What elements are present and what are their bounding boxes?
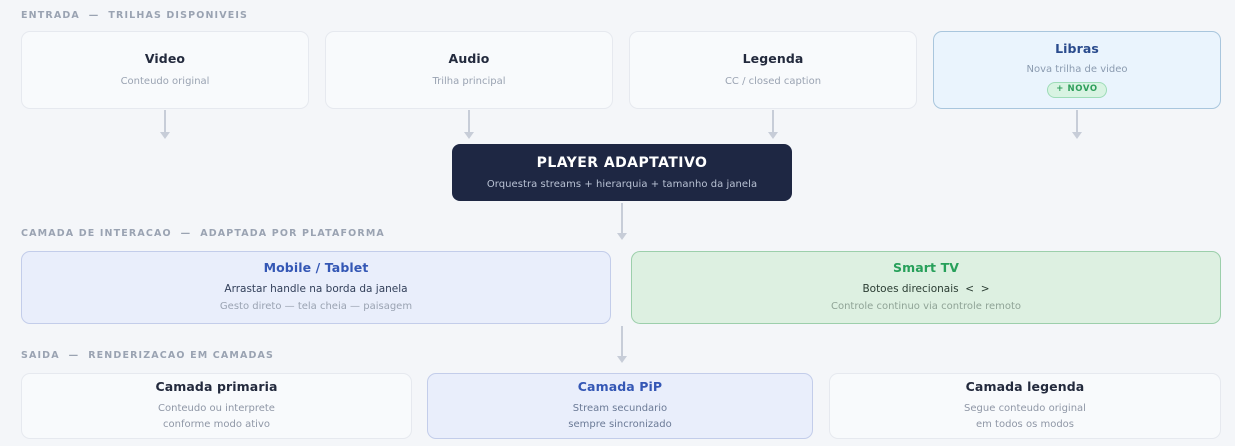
input-card-video[interactable]: Video Conteudo original <box>21 31 309 109</box>
output-card-camada-legenda[interactable]: Camada legenda Segue conteudo original e… <box>829 373 1221 439</box>
connector-arrow-interaction-to-output <box>616 326 628 363</box>
arrow-down-icon <box>617 233 627 240</box>
connector-arrow-player-to-interaction <box>616 203 628 240</box>
output-card-camada-primaria-line2: conforme modo ativo <box>163 419 270 431</box>
input-card-libras-subtitle: Nova trilha de video <box>1026 63 1128 75</box>
output-card-camada-legenda-title: Camada legenda <box>965 379 1085 395</box>
input-card-legenda-title: Legenda <box>742 50 804 66</box>
output-card-camada-primaria[interactable]: Camada primaria Conteudo ou interprete c… <box>21 373 412 439</box>
player-title: PLAYER ADAPTATIVO <box>536 155 708 171</box>
output-card-camada-pip[interactable]: Camada PiP Stream secundario sempre sinc… <box>427 373 813 439</box>
input-card-libras[interactable]: Libras Nova trilha de video + NOVO <box>933 31 1221 109</box>
input-card-video-subtitle: Conteudo original <box>120 75 210 87</box>
status-badge-novo: + NOVO <box>1047 82 1107 98</box>
platform-card-smart-tv-title: Smart TV <box>893 260 959 276</box>
arrow-down-icon <box>768 132 778 139</box>
player-adaptativo-block[interactable]: PLAYER ADAPTATIVO Orquestra streams + hi… <box>452 144 792 201</box>
platform-card-smart-tv-secondary: Controle continuo via controle remoto <box>830 301 1022 313</box>
platform-card-smart-tv-primary: Botoes direcionais < > <box>862 282 990 295</box>
section-label-interaction: CAMADA DE INTERACAO — ADAPTADA POR PLATA… <box>21 228 385 239</box>
input-card-legenda[interactable]: Legenda CC / closed caption <box>629 31 917 109</box>
arrow-down-icon <box>1072 132 1082 139</box>
output-card-camada-pip-title: Camada PiP <box>577 379 663 395</box>
platform-card-mobile-tablet[interactable]: Mobile / Tablet Arrastar handle na borda… <box>21 251 611 324</box>
section-label-output: SAIDA — RENDERIZACAO EM CAMADAS <box>21 350 275 361</box>
input-card-video-title: Video <box>144 50 186 66</box>
output-card-camada-legenda-line1: Segue conteudo original <box>964 402 1086 414</box>
input-card-audio[interactable]: Audio Trilha principal <box>325 31 613 109</box>
arrow-down-icon <box>160 132 170 139</box>
output-card-camada-pip-line1: Stream secundario <box>572 402 668 414</box>
connector-stem <box>621 326 623 356</box>
connector-stem <box>621 203 623 233</box>
platform-card-mobile-title: Mobile / Tablet <box>263 260 369 276</box>
arrow-down-icon <box>464 132 474 139</box>
input-card-libras-title: Libras <box>1055 41 1099 57</box>
connector-stem <box>1076 110 1078 132</box>
input-card-audio-title: Audio <box>448 50 490 66</box>
connector-stem <box>772 110 774 132</box>
connector-stem <box>468 110 470 132</box>
player-subtitle: Orquestra streams + hierarquia + tamanho… <box>486 179 758 190</box>
connector-arrow-libras-to-player <box>1071 110 1083 139</box>
arrow-down-icon <box>617 356 627 363</box>
connector-arrow-audio-to-player <box>463 110 475 139</box>
platform-card-mobile-secondary: Gesto direto — tela cheia — paisagem <box>219 301 413 313</box>
connector-arrow-legenda-to-player <box>767 110 779 139</box>
connector-stem <box>164 110 166 132</box>
output-card-camada-pip-line2: sempre sincronizado <box>568 419 672 431</box>
input-card-audio-subtitle: Trilha principal <box>432 75 506 87</box>
output-card-camada-primaria-line1: Conteudo ou interprete <box>158 402 275 414</box>
connector-arrow-video-to-player <box>159 110 171 139</box>
platform-card-mobile-primary: Arrastar handle na borda da janela <box>224 282 408 295</box>
output-card-camada-primaria-title: Camada primaria <box>155 379 278 395</box>
platform-card-smart-tv[interactable]: Smart TV Botoes direcionais < > Controle… <box>631 251 1221 324</box>
input-card-legenda-subtitle: CC / closed caption <box>724 75 822 87</box>
section-label-input: ENTRADA — TRILHAS DISPONIVEIS <box>21 10 249 21</box>
output-card-camada-legenda-line2: em todos os modos <box>975 419 1074 431</box>
